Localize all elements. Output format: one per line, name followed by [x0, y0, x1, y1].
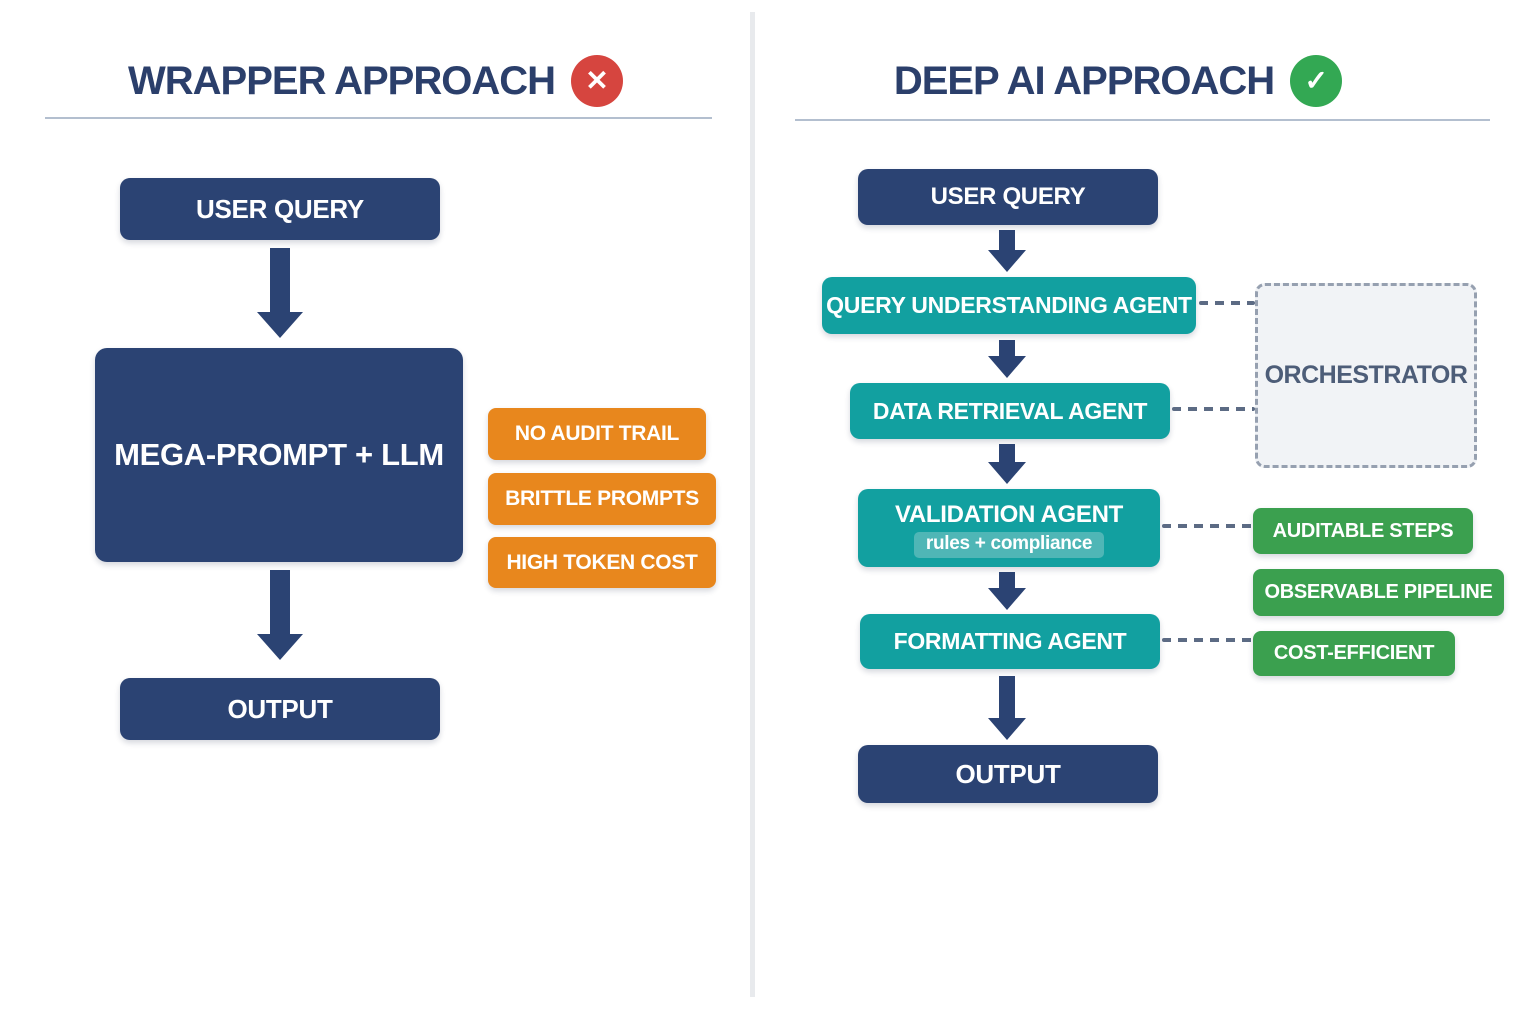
cross-glyph: ✕: [585, 65, 609, 96]
dashed-connector: [1162, 524, 1253, 528]
arrow-down-icon: [988, 230, 1026, 272]
query-understanding-agent-node: QUERY UNDERSTANDING AGENT: [822, 277, 1196, 334]
wrapper-approach-title: WRAPPER APPROACH: [128, 58, 556, 103]
cross-icon: ✕: [571, 55, 623, 107]
agent-label: DATA RETRIEVAL AGENT: [872, 397, 1148, 424]
arrow-down-icon: [988, 676, 1026, 740]
agent-label: QUERY UNDERSTANDING AGENT: [826, 292, 1192, 318]
benefit-cost-efficient: COST-EFFICIENT: [1253, 631, 1455, 676]
arrow-down-icon: [988, 444, 1026, 484]
arrow-down-icon: [257, 570, 303, 660]
dashed-connector: [1162, 638, 1253, 642]
deep-output-label: OUTPUT: [955, 758, 1061, 789]
agent-label: FORMATTING AGENT: [893, 628, 1127, 654]
drawback-brittle-prompts: BRITTLE PROMPTS: [488, 473, 716, 525]
deep-ai-header-underline: [795, 119, 1490, 121]
deep-output-node: OUTPUT: [858, 745, 1158, 803]
dashed-connector: [1199, 301, 1255, 305]
orchestrator-label: ORCHESTRATOR: [1264, 361, 1468, 389]
formatting-agent-node: FORMATTING AGENT: [860, 614, 1160, 669]
drawback-high-token-cost: HIGH TOKEN COST: [488, 537, 716, 588]
check-icon: ✓: [1290, 55, 1343, 107]
validation-agent-node: VALIDATION AGENT rules + compliance: [858, 489, 1160, 567]
wrapper-output-node: OUTPUT: [120, 678, 440, 740]
drawback-label: NO AUDIT TRAIL: [514, 422, 680, 445]
benefit-label: OBSERVABLE PIPELINE: [1264, 581, 1493, 603]
wrapper-approach-header: WRAPPER APPROACH ✕: [0, 52, 751, 110]
benefit-label: AUDITABLE STEPS: [1272, 519, 1454, 542]
panel-divider: [750, 12, 755, 997]
wrapper-output-label: OUTPUT: [227, 693, 333, 724]
drawback-label: BRITTLE PROMPTS: [505, 487, 699, 510]
wrapper-user-query-label: USER QUERY: [196, 193, 364, 224]
drawback-label: HIGH TOKEN COST: [506, 550, 698, 574]
deep-ai-approach-title: DEEP AI APPROACH: [893, 58, 1275, 103]
wrapper-user-query-node: USER QUERY: [120, 178, 440, 240]
arrow-down-icon: [988, 340, 1026, 378]
drawback-no-audit-trail: NO AUDIT TRAIL: [488, 408, 706, 460]
benefit-observable-pipeline: OBSERVABLE PIPELINE: [1253, 569, 1504, 616]
check-glyph: ✓: [1304, 65, 1328, 96]
arrow-down-icon: [257, 248, 303, 338]
validation-sub-label: rules + compliance: [913, 531, 1105, 558]
deep-user-query-label: USER QUERY: [930, 183, 1086, 210]
benefit-auditable-steps: AUDITABLE STEPS: [1253, 508, 1473, 554]
wrapper-header-underline: [45, 117, 712, 119]
orchestrator-node: ORCHESTRATOR: [1255, 283, 1477, 468]
benefit-label: COST-EFFICIENT: [1273, 642, 1435, 664]
arrow-down-icon: [988, 572, 1026, 610]
agent-label: VALIDATION AGENT: [894, 500, 1124, 528]
deep-ai-approach-header: DEEP AI APPROACH ✓: [760, 52, 1476, 110]
data-retrieval-agent-node: DATA RETRIEVAL AGENT: [850, 383, 1170, 439]
mega-prompt-node: MEGA-PROMPT + LLM: [95, 348, 463, 562]
deep-user-query-node: USER QUERY: [858, 169, 1158, 225]
mega-prompt-label: MEGA-PROMPT + LLM: [114, 437, 444, 472]
dashed-connector: [1172, 407, 1255, 411]
